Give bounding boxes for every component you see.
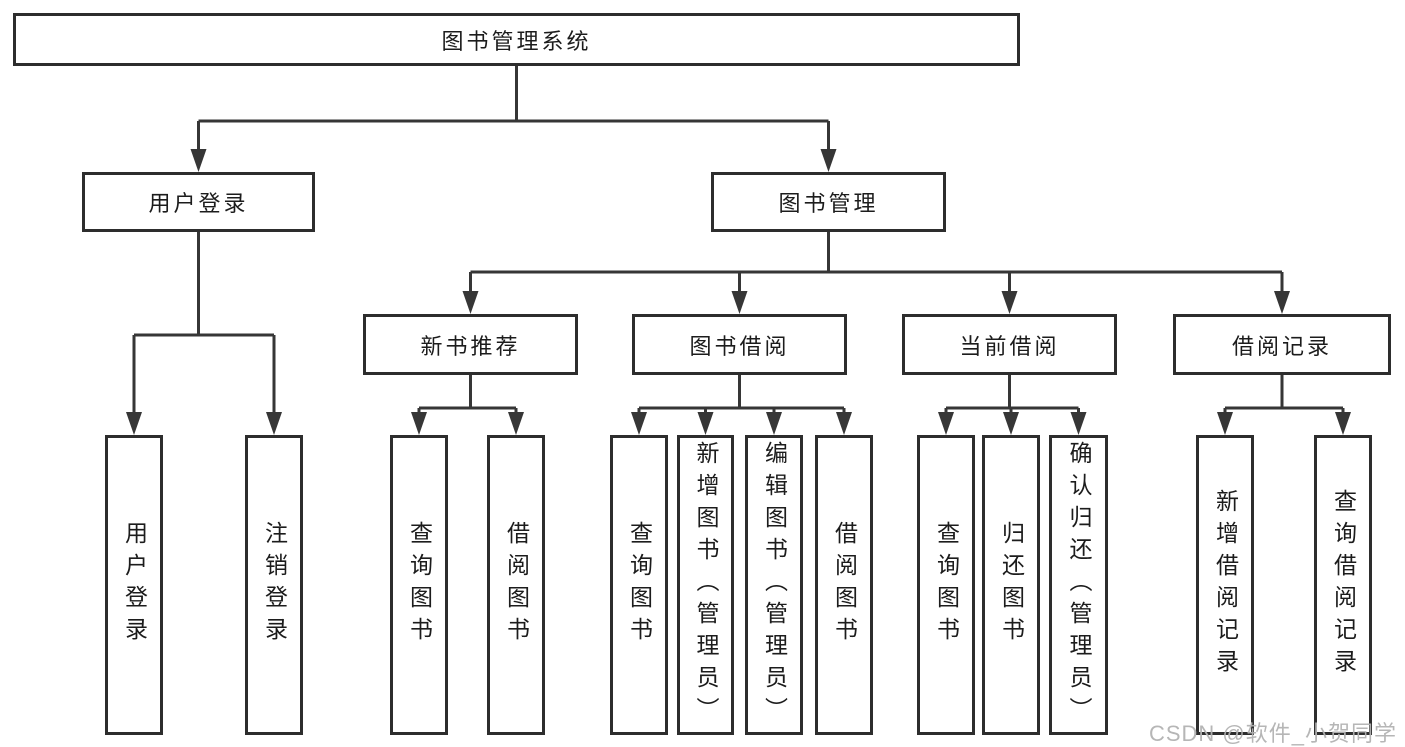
node-label: 图书管理系统 xyxy=(441,28,592,54)
arrow-down-icon xyxy=(1335,412,1351,435)
arrow-down-icon xyxy=(411,412,427,435)
leaf-label: 注销登录 xyxy=(261,521,288,649)
node-label: 新书推荐 xyxy=(420,333,521,359)
arrow-down-icon xyxy=(1274,291,1290,314)
node-current-borrowing: 当前借阅 xyxy=(902,314,1117,375)
node-user-login: 用户登录 xyxy=(82,172,315,232)
arrow-down-icon xyxy=(508,412,524,435)
node-label: 借阅记录 xyxy=(1231,333,1332,359)
leaf-label: 查询图书 xyxy=(406,521,433,649)
arrow-down-icon xyxy=(731,291,748,314)
arrow-down-icon xyxy=(266,412,282,435)
leaf-label: 用户登录 xyxy=(121,521,148,649)
node-root-library-system: 图书管理系统 xyxy=(13,13,1020,66)
leaf-label: 新增图书（管理员） xyxy=(693,441,719,729)
leaf-label: 编辑图书（管理员） xyxy=(761,441,788,729)
arrow-down-icon xyxy=(462,291,479,314)
arrow-down-icon xyxy=(190,149,207,172)
node-label: 用户登录 xyxy=(148,191,249,216)
leaf-confirm-return-admin: 确认归还（管理员） xyxy=(1049,435,1108,735)
leaf-query-books-current: 查询图书 xyxy=(917,435,975,735)
arrow-down-icon xyxy=(1001,291,1018,314)
leaf-label: 查询借阅记录 xyxy=(1330,489,1357,681)
leaf-label: 查询图书 xyxy=(933,521,960,649)
arrowhead-icons xyxy=(126,149,1351,435)
node-label: 当前借阅 xyxy=(959,333,1060,359)
leaf-label: 确认归还（管理员） xyxy=(1066,441,1092,729)
arrow-down-icon xyxy=(1070,412,1087,435)
leaf-label: 新增借阅记录 xyxy=(1212,489,1239,681)
leaf-add-borrow-record: 新增借阅记录 xyxy=(1196,435,1254,735)
leaf-query-books-recommend: 查询图书 xyxy=(390,435,448,735)
node-borrowing-records: 借阅记录 xyxy=(1173,314,1391,375)
leaf-label: 归还图书 xyxy=(998,521,1025,649)
arrow-down-icon xyxy=(697,412,714,435)
leaf-query-borrow-record: 查询借阅记录 xyxy=(1314,435,1372,735)
leaf-query-books-borrowing: 查询图书 xyxy=(610,435,668,735)
arrow-down-icon xyxy=(938,412,954,435)
leaf-borrow-books-recommend: 借阅图书 xyxy=(487,435,545,735)
leaf-label: 借阅图书 xyxy=(831,521,858,649)
leaf-borrow-books: 借阅图书 xyxy=(815,435,873,735)
arrow-down-icon xyxy=(836,412,852,435)
leaf-user-login: 用户登录 xyxy=(105,435,163,735)
node-label: 图书借阅 xyxy=(689,333,790,359)
leaf-edit-books-admin: 编辑图书（管理员） xyxy=(745,435,803,735)
node-label: 图书管理 xyxy=(778,191,879,216)
arrow-down-icon xyxy=(631,412,647,435)
node-new-book-recommendation: 新书推荐 xyxy=(363,314,578,375)
arrow-down-icon xyxy=(1003,412,1019,435)
leaf-return-books: 归还图书 xyxy=(982,435,1040,735)
leaf-logout: 注销登录 xyxy=(245,435,303,735)
node-book-borrowing: 图书借阅 xyxy=(632,314,847,375)
leaf-label: 借阅图书 xyxy=(503,521,530,649)
node-book-management: 图书管理 xyxy=(711,172,946,232)
arrow-down-icon xyxy=(766,412,782,435)
leaf-add-books-admin: 新增图书（管理员） xyxy=(677,435,734,735)
leaf-label: 查询图书 xyxy=(626,521,653,649)
csdn-watermark: CSDN @软件_小贺同学 xyxy=(1148,721,1397,746)
arrow-down-icon xyxy=(126,412,142,435)
arrow-down-icon xyxy=(820,149,837,172)
arrow-down-icon xyxy=(1217,412,1233,435)
